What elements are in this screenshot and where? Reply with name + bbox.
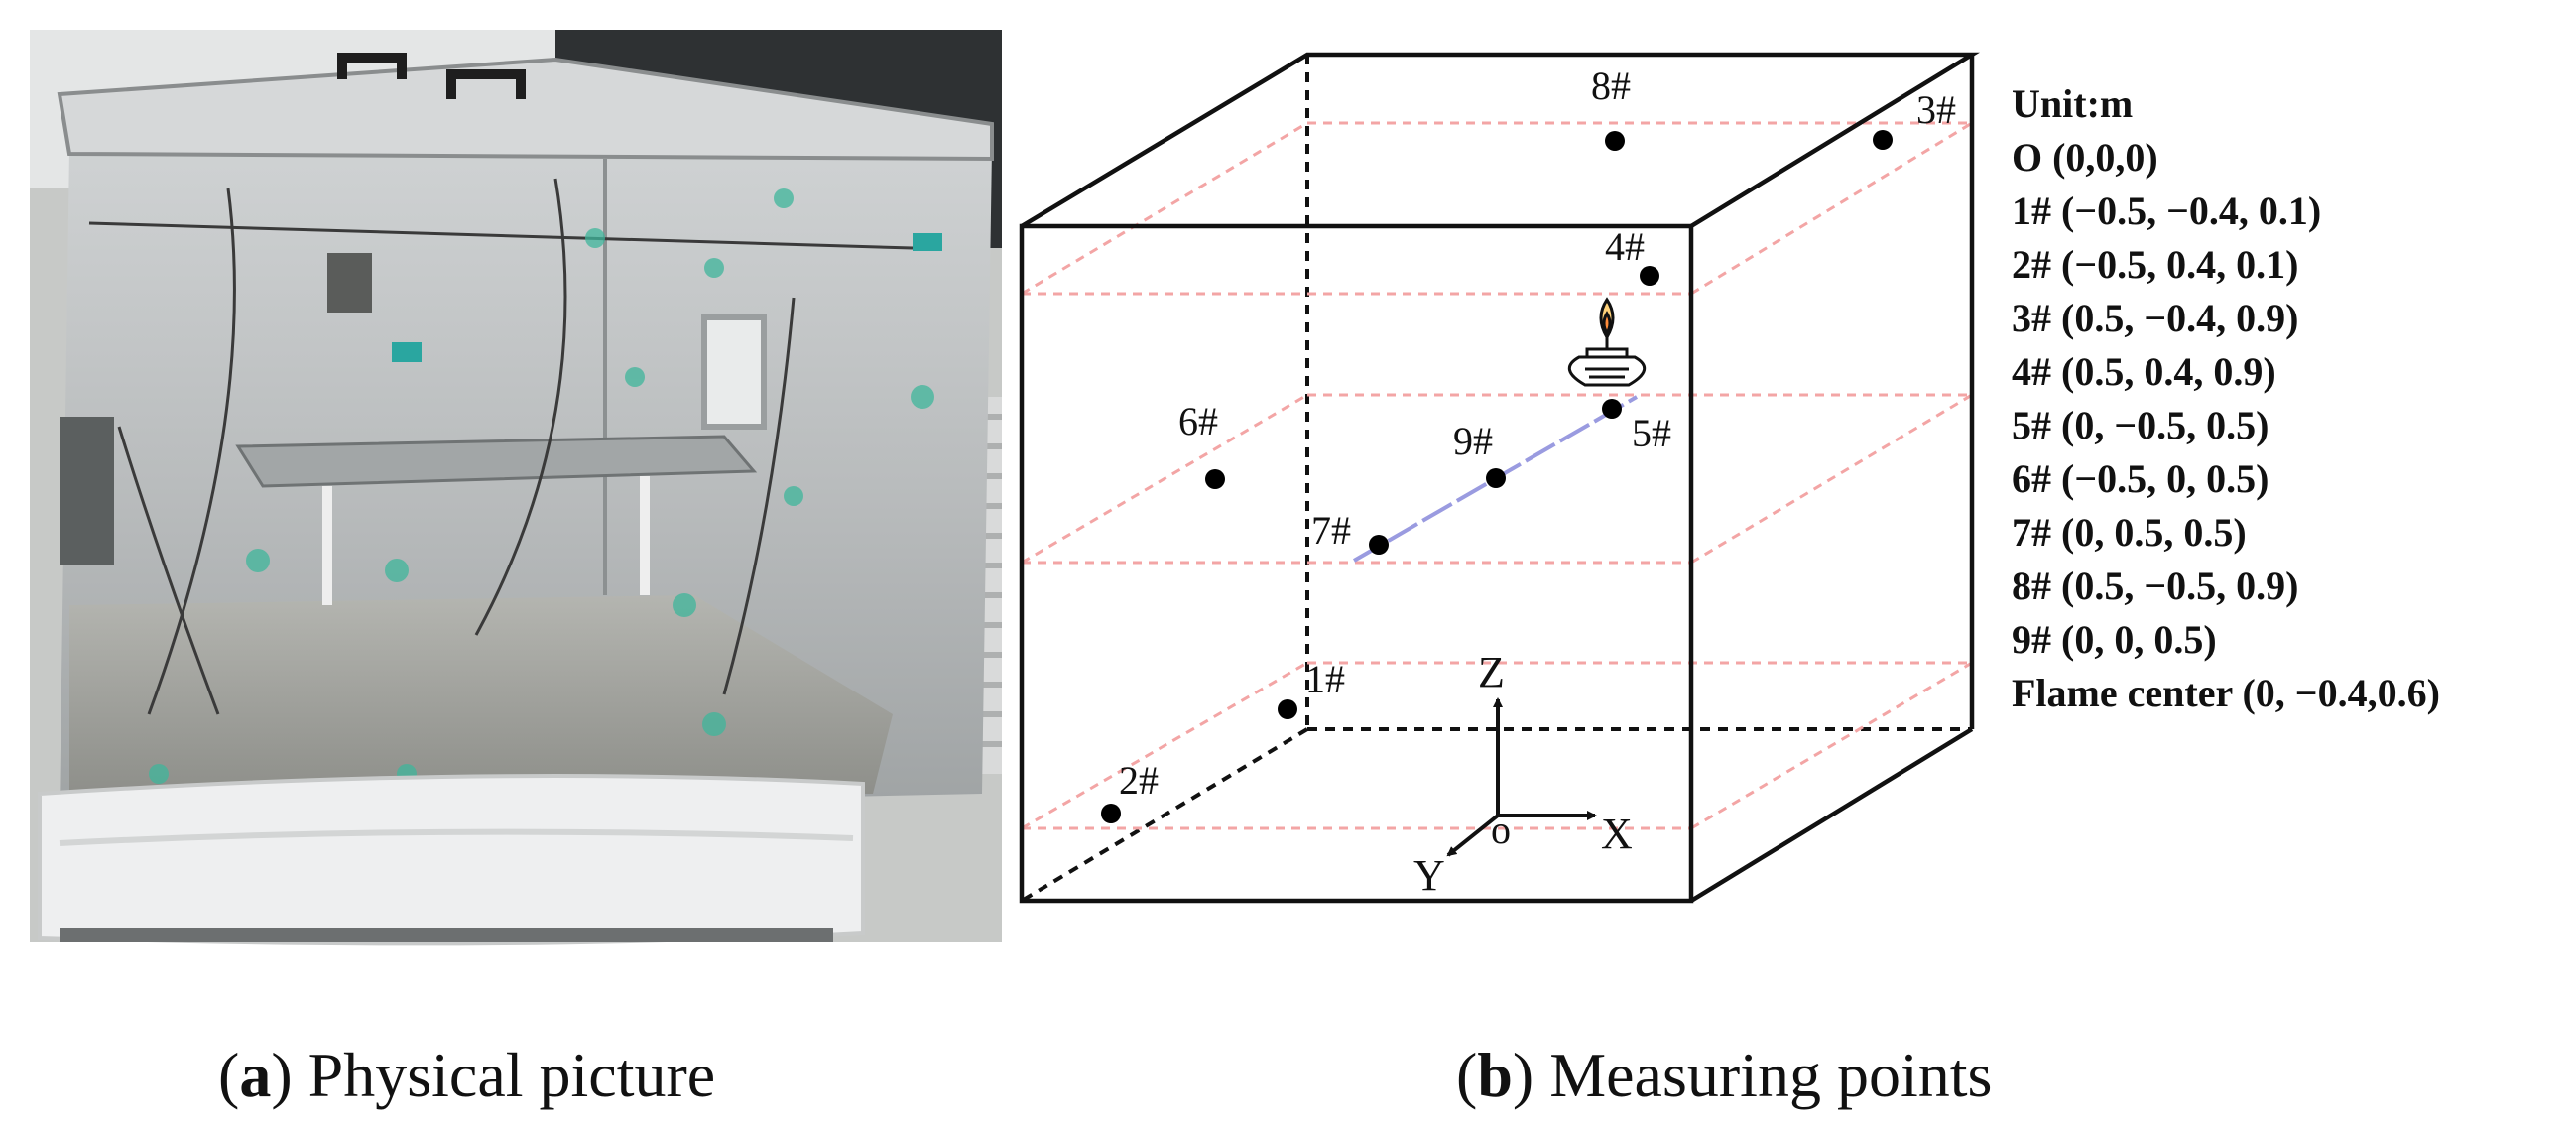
- caption-b-text: ) Measuring points: [1513, 1040, 1993, 1110]
- point-7-dot: [1369, 535, 1389, 555]
- coordinate-legend: Unit:m O (0,0,0) 1# (−0.5, −0.4, 0.1) 2#…: [2012, 81, 2440, 715]
- legend-line: 5# (0, −0.5, 0.5): [2012, 403, 2269, 447]
- point-9-label: 9#: [1453, 419, 1493, 463]
- origin-label: o: [1491, 808, 1511, 852]
- legend-line: O (0,0,0): [2012, 135, 2158, 180]
- point-8-dot: [1605, 131, 1625, 151]
- legend-line: 8# (0.5, −0.5, 0.9): [2012, 564, 2298, 608]
- box-edges: [1019, 52, 1980, 904]
- point-9-dot: [1486, 468, 1506, 488]
- y-axis-label: Y: [1413, 851, 1445, 900]
- caption-b-letter: b: [1477, 1040, 1513, 1110]
- point-1-label: 1#: [1305, 657, 1345, 701]
- physical-photo: [30, 30, 1002, 946]
- axes: [1446, 697, 1597, 857]
- point-5-label: 5#: [1632, 411, 1671, 455]
- measuring-points: [1101, 130, 1893, 823]
- legend-line: 2# (−0.5, 0.4, 0.1): [2012, 242, 2298, 287]
- level-lines: [1021, 121, 1973, 830]
- caption-a-text: ) Physical picture: [271, 1040, 715, 1110]
- point-1-dot: [1278, 699, 1297, 719]
- point-4-label: 4#: [1605, 224, 1645, 269]
- point-5-dot: [1602, 399, 1622, 419]
- caption-a-open: (: [218, 1040, 239, 1110]
- x-axis-label: X: [1601, 810, 1633, 858]
- caption-a-letter: a: [239, 1040, 271, 1110]
- point-2-label: 2#: [1119, 758, 1159, 803]
- legend-line: 3# (0.5, −0.4, 0.9): [2012, 296, 2298, 340]
- point-2-dot: [1101, 804, 1121, 823]
- legend-line: 6# (−0.5, 0, 0.5): [2012, 456, 2269, 501]
- flame-icon: [1568, 297, 1646, 387]
- y-axis-line: [1446, 814, 1500, 857]
- legend-line: 7# (0, 0.5, 0.5): [2012, 510, 2247, 555]
- measuring-points-diagram: Z X Y o 1# 2# 3# 4# 5# 6#: [1019, 52, 2440, 904]
- point-6-label: 6#: [1178, 399, 1218, 443]
- point-3-label: 3#: [1916, 87, 1956, 132]
- caption-a: (a) Physical picture: [218, 1040, 715, 1110]
- point-3-dot: [1873, 130, 1893, 150]
- legend-line: 4# (0.5, 0.4, 0.9): [2012, 349, 2276, 394]
- legend-line: 9# (0, 0, 0.5): [2012, 617, 2217, 662]
- caption-b: (b) Measuring points: [1456, 1040, 1992, 1110]
- point-4-dot: [1640, 266, 1659, 286]
- legend-line: Unit:m: [2012, 81, 2133, 126]
- point-7-label: 7#: [1311, 508, 1351, 553]
- legend-line: Flame center (0, −0.4,0.6): [2012, 671, 2440, 715]
- wires: [88, 178, 914, 715]
- z-axis-label: Z: [1478, 648, 1505, 696]
- caption-b-open: (: [1456, 1040, 1477, 1110]
- legend-line: 1# (−0.5, −0.4, 0.1): [2012, 188, 2321, 233]
- point-8-label: 8#: [1591, 63, 1631, 108]
- point-6-dot: [1205, 469, 1225, 489]
